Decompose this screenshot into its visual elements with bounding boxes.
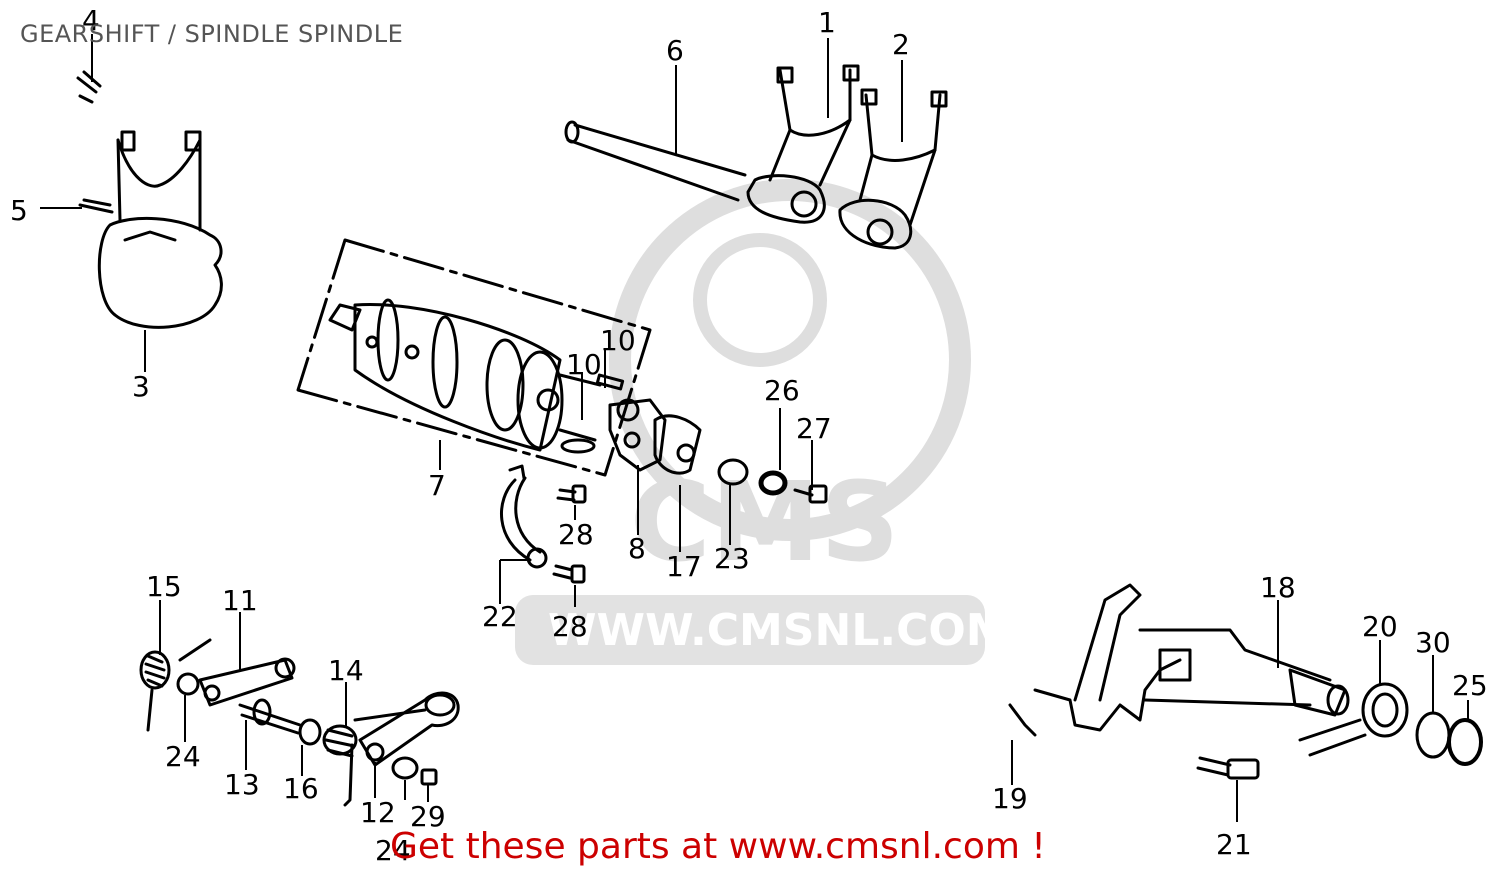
part-8-plate	[608, 398, 667, 472]
callout-24b: 24	[375, 834, 411, 867]
callout-23: 23	[714, 542, 750, 575]
part-26-washer	[758, 470, 788, 496]
part-23-washer	[717, 458, 749, 486]
watermark-url-box	[515, 595, 985, 665]
part-14-spring	[322, 708, 427, 807]
callout-4: 4	[82, 4, 100, 37]
part-21-bolt	[1196, 756, 1260, 780]
callout-19: 19	[992, 782, 1028, 815]
part-3-shift-fork	[97, 130, 223, 329]
part-25-oil-seal	[1447, 718, 1483, 766]
part-4-pin	[76, 70, 102, 104]
part-17-plate	[653, 414, 702, 475]
part-13-collar	[238, 698, 302, 735]
part-30-washer	[1415, 711, 1451, 759]
callout-16: 16	[283, 772, 319, 805]
callout-7: 7	[428, 469, 446, 502]
callout-15: 15	[146, 570, 182, 603]
callout-28a: 28	[558, 518, 594, 551]
callout-25: 25	[1452, 669, 1488, 702]
part-7-shift-drum	[296, 238, 652, 477]
callout-14: 14	[328, 654, 364, 687]
callout-17: 17	[666, 550, 702, 583]
callout-24a: 24	[165, 740, 201, 773]
watermark-url: WWW.CMSNL.COM	[548, 605, 1010, 656]
watermark-logo-face	[693, 233, 827, 367]
callout-11: 11	[222, 584, 258, 617]
footer-link-text[interactable]: Get these parts at www.cmsnl.com !	[390, 826, 1046, 867]
part-6-shaft	[564, 120, 747, 202]
callout-3: 3	[132, 370, 150, 403]
callout-22: 22	[482, 600, 518, 633]
part-5-pin	[78, 198, 114, 214]
callout-20: 20	[1362, 610, 1398, 643]
watermark: CMS WWW.CMSNL.COM	[515, 179, 1010, 665]
callout-10b: 10	[566, 348, 602, 381]
callout-2: 2	[892, 28, 910, 61]
callout-13: 13	[224, 768, 260, 801]
part-24-washer-right	[391, 756, 419, 780]
part-12-arm	[358, 691, 460, 767]
watermark-logo-ring	[609, 179, 971, 541]
callout-27: 27	[796, 412, 832, 445]
watermark-logo-text: CMS	[630, 458, 899, 586]
part-1-fork	[746, 64, 860, 224]
part-29-nut	[420, 768, 438, 786]
callout-21: 21	[1216, 828, 1252, 861]
part-16-roller	[298, 718, 322, 746]
part-11-arm	[198, 657, 296, 707]
part-2-fork	[838, 88, 948, 250]
callout-1: 1	[818, 6, 836, 39]
page-title: GEARSHIFT / SPINDLE SPINDLE	[20, 20, 404, 48]
leader-lines	[40, 34, 1469, 822]
callout-10a: 10	[600, 324, 636, 357]
callout-6: 6	[666, 34, 684, 67]
callout-28b: 28	[552, 610, 588, 643]
part-19-clip	[1008, 703, 1037, 737]
part-18-shift-spindle	[1033, 583, 1350, 732]
part-22-arm	[500, 464, 548, 569]
callout-8: 8	[628, 532, 646, 565]
callout-30: 30	[1415, 626, 1451, 659]
part-27-bolt	[793, 484, 828, 504]
callout-18: 18	[1260, 571, 1296, 604]
part-28-bolt-lower	[552, 564, 586, 584]
callout-26: 26	[764, 374, 800, 407]
callout-labels: 1 2 3 4 5 6 7 8 10 10 11 12 13 14 15 16 …	[10, 4, 1488, 867]
part-20-spring	[1298, 682, 1409, 757]
callout-29: 29	[410, 800, 446, 833]
callout-12: 12	[360, 796, 396, 829]
part-28-bolt-upper	[556, 484, 587, 504]
part-15-spring	[139, 638, 212, 732]
part-24-washer-left	[176, 672, 200, 696]
callout-5: 5	[10, 194, 28, 227]
